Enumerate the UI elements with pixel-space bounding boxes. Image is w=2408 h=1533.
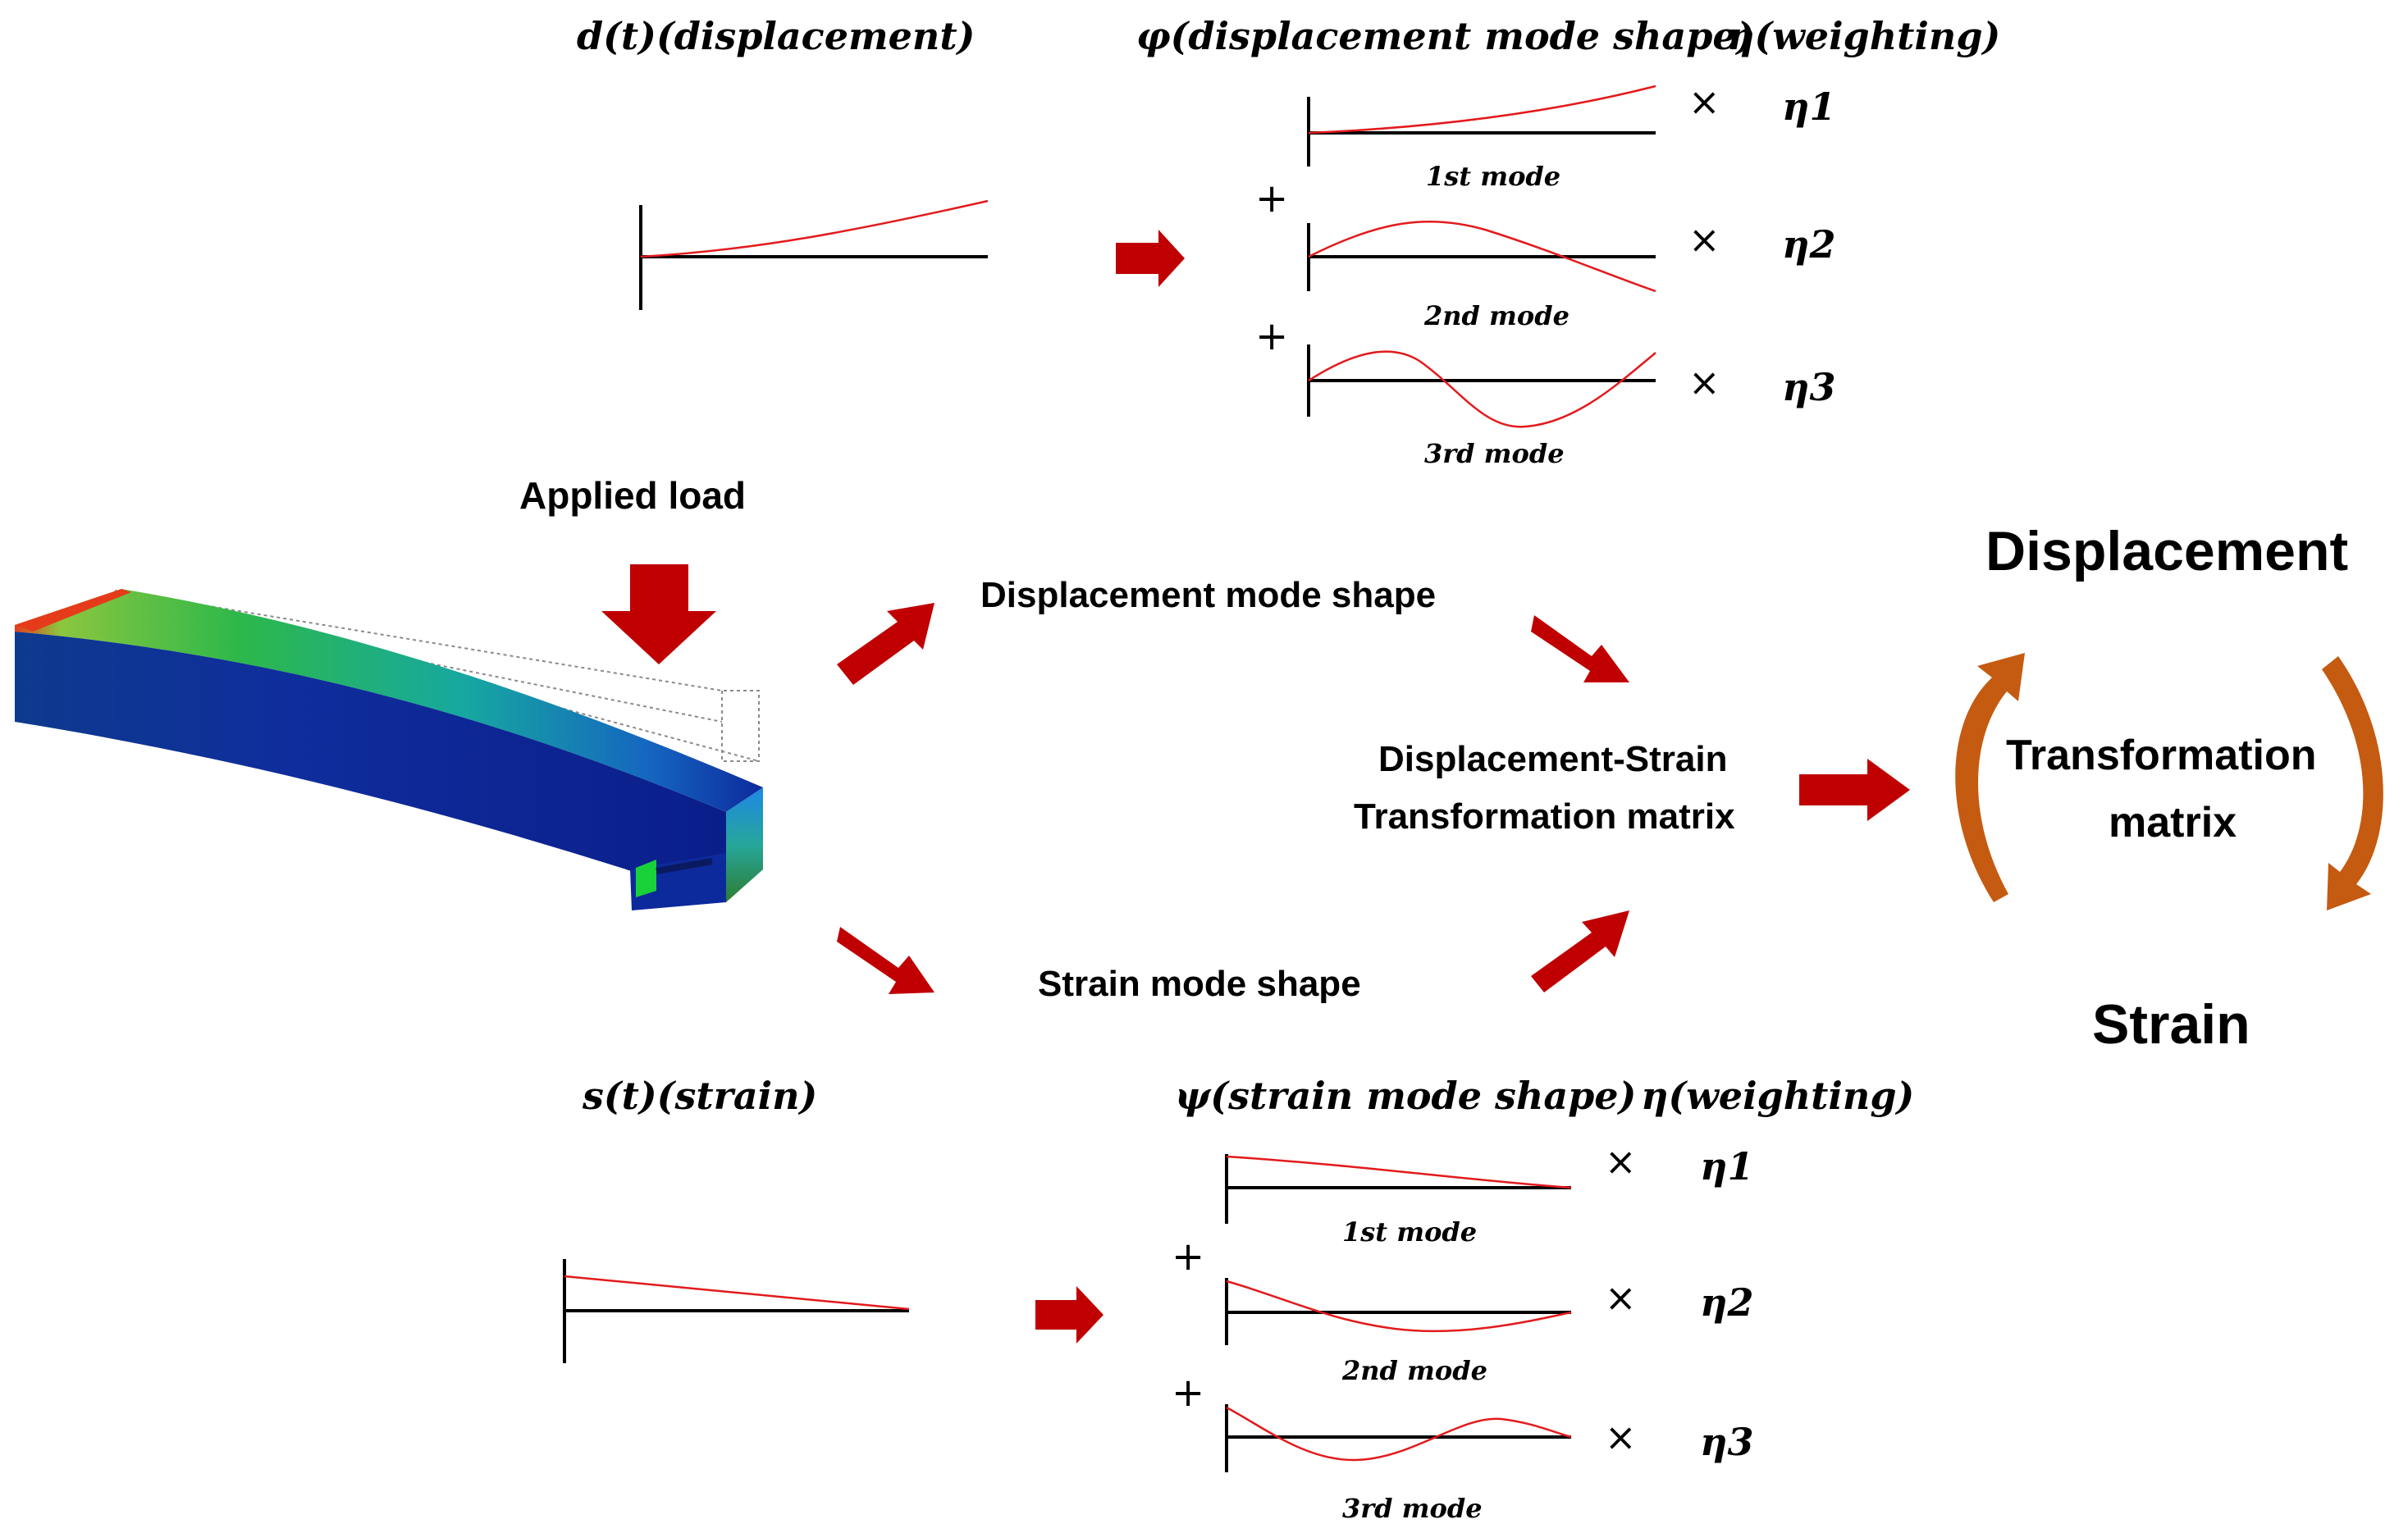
strain-signal-curve	[564, 1275, 910, 1311]
displacement-mode-shape-label: φ(displacement mode shape)	[1136, 14, 1754, 58]
plus-sign: +	[1172, 1370, 1204, 1416]
orange-cycle-arrows	[1955, 653, 2383, 910]
displacement-mode-3-curve	[1308, 350, 1656, 428]
strain-mode-2-plot	[1225, 1278, 1572, 1345]
down-right-arrow-upper	[1531, 615, 1629, 682]
strain-mode-1-label: 1st mode	[1342, 1216, 1477, 1248]
strain-mode-shape-text: Strain mode shape	[1038, 964, 1361, 1004]
strain-mode-3-plot	[1225, 1404, 1572, 1472]
plus-sign: +	[1172, 1234, 1204, 1280]
strain-mode-2-curve	[1226, 1280, 1572, 1333]
displacement-mode-2-curve	[1308, 220, 1656, 293]
displacement-mode-3-plot	[1307, 344, 1656, 428]
displacement-mode-1-curve	[1308, 84, 1656, 135]
strain-mode-3-label: 3rd mode	[1342, 1493, 1483, 1524]
times-sign: ×	[1605, 1275, 1637, 1320]
plus-sign: +	[1255, 176, 1288, 221]
displacement-signal-label: d(t)(displacement)	[577, 14, 975, 58]
displacement-mode-shape-text: Displacement mode shape	[980, 575, 1436, 615]
top-weighting-label: η(weighting)	[1727, 14, 2000, 58]
strain-mode-1-curve	[1226, 1155, 1572, 1189]
strain-heading: Strain	[2092, 993, 2250, 1056]
strain-weight-3: η3	[1700, 1420, 1753, 1464]
plus-sign: +	[1255, 313, 1288, 359]
times-sign: ×	[1688, 80, 1720, 124]
bottom-weighting-label: η(weighting)	[1641, 1074, 1914, 1118]
down-right-arrow-lower	[837, 927, 934, 994]
transform-label-line2: Transformation matrix	[1354, 796, 1735, 837]
strain-weight-1: η1	[1700, 1144, 1753, 1189]
left-up-curved-arrow	[1955, 653, 2025, 902]
strain-signal-plot	[563, 1259, 910, 1363]
transform-label-line1: Displacement-Strain	[1378, 739, 1727, 779]
displacement-mode-1-label: 1st mode	[1426, 161, 1560, 192]
up-right-arrow-lower	[1531, 910, 1629, 992]
right-arrow-to-matrix	[1799, 759, 1910, 821]
load-down-arrow	[601, 564, 716, 664]
strain-mode-3-curve	[1226, 1406, 1572, 1462]
beam-fem-image	[15, 589, 763, 910]
displacement-mode-3-label: 3rd mode	[1424, 438, 1565, 469]
strain-weight-2: η2	[1700, 1280, 1753, 1325]
bottom-right-arrow	[1035, 1286, 1103, 1344]
displacement-mode-2-label: 2nd mode	[1423, 300, 1570, 331]
top-right-arrow	[1116, 230, 1185, 287]
displacement-mode-2-plot	[1307, 220, 1656, 293]
displacement-weight-3: η3	[1782, 365, 1835, 409]
strain-mode-2-label: 2nd mode	[1341, 1355, 1487, 1386]
displacement-signal-plot	[639, 199, 989, 310]
strain-mode-1-plot	[1225, 1154, 1572, 1224]
strain-signal-label: s(t)(strain)	[582, 1074, 817, 1118]
times-sign: ×	[1605, 1139, 1637, 1184]
times-sign: ×	[1605, 1415, 1637, 1459]
applied-load-label: Applied load	[519, 474, 746, 517]
displacement-weight-1: η1	[1782, 84, 1835, 129]
strain-mode-shape-label: ψ(strain mode shape)	[1175, 1074, 1636, 1118]
times-sign: ×	[1688, 360, 1720, 404]
times-sign: ×	[1688, 217, 1720, 262]
right-down-curved-arrow	[2322, 656, 2383, 910]
displacement-heading: Displacement	[1985, 520, 2348, 582]
displacement-mode-1-plot	[1307, 84, 1656, 167]
displacement-weight-2: η2	[1782, 222, 1835, 267]
up-right-arrow	[837, 603, 934, 685]
displacement-signal-curve	[640, 199, 989, 258]
matrix-label-line2: matrix	[2109, 799, 2237, 846]
matrix-label-line1: Transformation	[2006, 732, 2317, 779]
